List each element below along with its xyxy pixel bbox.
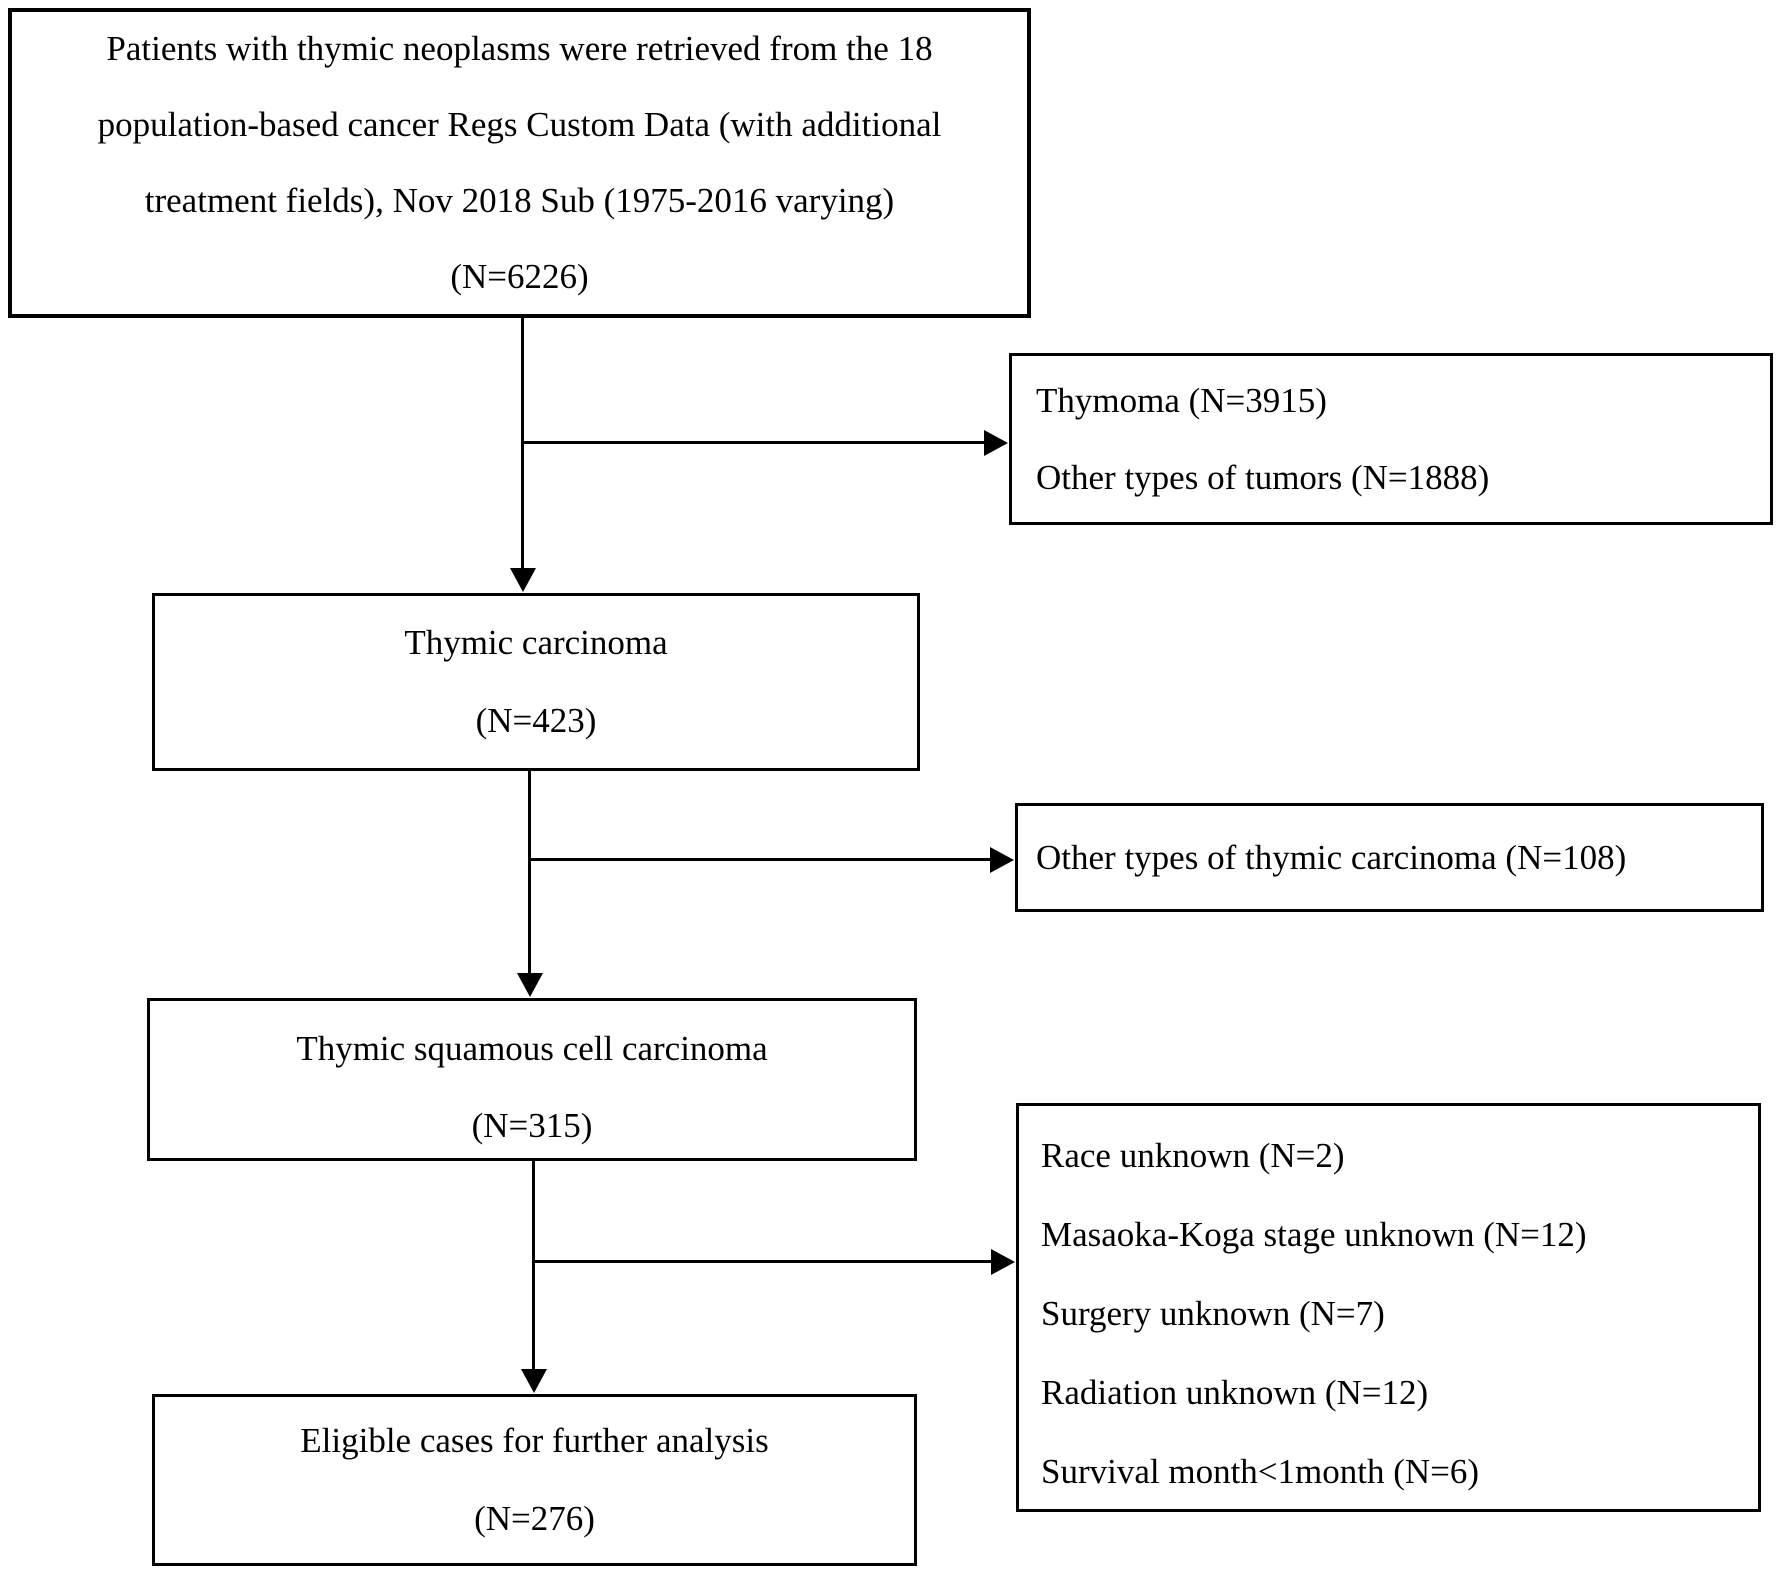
excluded-other-thymic-box: Other types of thymic carcinoma (N=108) [1015, 803, 1764, 912]
excluded-race-line: Race unknown (N=2) [1041, 1136, 1345, 1175]
arrowhead-down-carcinoma [510, 568, 536, 592]
source-cohort-line: treatment fields), Nov 2018 Sub (1975-20… [144, 181, 895, 220]
excluded-survival-line: Survival month<1month (N=6) [1041, 1452, 1480, 1491]
eligible-cases-label: Eligible cases for further analysis [300, 1421, 769, 1460]
source-cohort-box: Patients with thymic neoplasms were retr… [8, 8, 1031, 318]
excluded-surgery-line: Surgery unknown (N=7) [1041, 1294, 1385, 1333]
source-cohort-line: Patients with thymic neoplasms were retr… [106, 29, 933, 68]
excluded-masaoka-line: Masaoka-Koga stage unknown (N=12) [1041, 1215, 1587, 1254]
arrowhead-right-missing-data [991, 1249, 1015, 1275]
thymic-carcinoma-label: Thymic carcinoma [404, 623, 668, 662]
connector-squamous-to-eligible [532, 1161, 535, 1371]
thymic-squamous-count: (N=315) [471, 1105, 593, 1145]
arrowhead-down-eligible [521, 1369, 547, 1393]
thymic-carcinoma-count: (N=423) [475, 701, 597, 740]
thymic-carcinoma-box: Thymic carcinoma (N=423) [152, 593, 920, 771]
excluded-missing-data-box: Race unknown (N=2) Masaoka-Koga stage un… [1016, 1103, 1761, 1512]
branch-excluded-histology [521, 441, 986, 444]
arrowhead-right-histology [984, 430, 1008, 456]
excluded-histology-box: Thymoma (N=3915) Other types of tumors (… [1009, 353, 1773, 525]
arrowhead-down-squamous [517, 973, 543, 997]
connector-source-to-carcinoma [521, 318, 524, 570]
excluded-other-tumors-line: Other types of tumors (N=1888) [1036, 458, 1490, 497]
thymic-squamous-label: Thymic squamous cell carcinoma [296, 1028, 768, 1068]
source-cohort-count: (N=6226) [450, 257, 589, 296]
branch-excluded-missing-data [532, 1260, 991, 1263]
excluded-thymoma-line: Thymoma (N=3915) [1036, 381, 1327, 420]
source-cohort-line: population-based cancer Regs Custom Data… [97, 105, 942, 144]
arrowhead-right-other-thymic [990, 847, 1014, 873]
branch-excluded-other-thymic [528, 858, 990, 861]
eligible-cases-count: (N=276) [474, 1499, 595, 1538]
eligible-cases-box: Eligible cases for further analysis (N=2… [152, 1394, 917, 1566]
connector-carcinoma-to-squamous [528, 771, 531, 975]
excluded-other-thymic-line: Other types of thymic carcinoma (N=108) [1036, 837, 1627, 877]
excluded-radiation-line: Radiation unknown (N=12) [1041, 1373, 1429, 1412]
thymic-squamous-box: Thymic squamous cell carcinoma (N=315) [147, 998, 917, 1161]
